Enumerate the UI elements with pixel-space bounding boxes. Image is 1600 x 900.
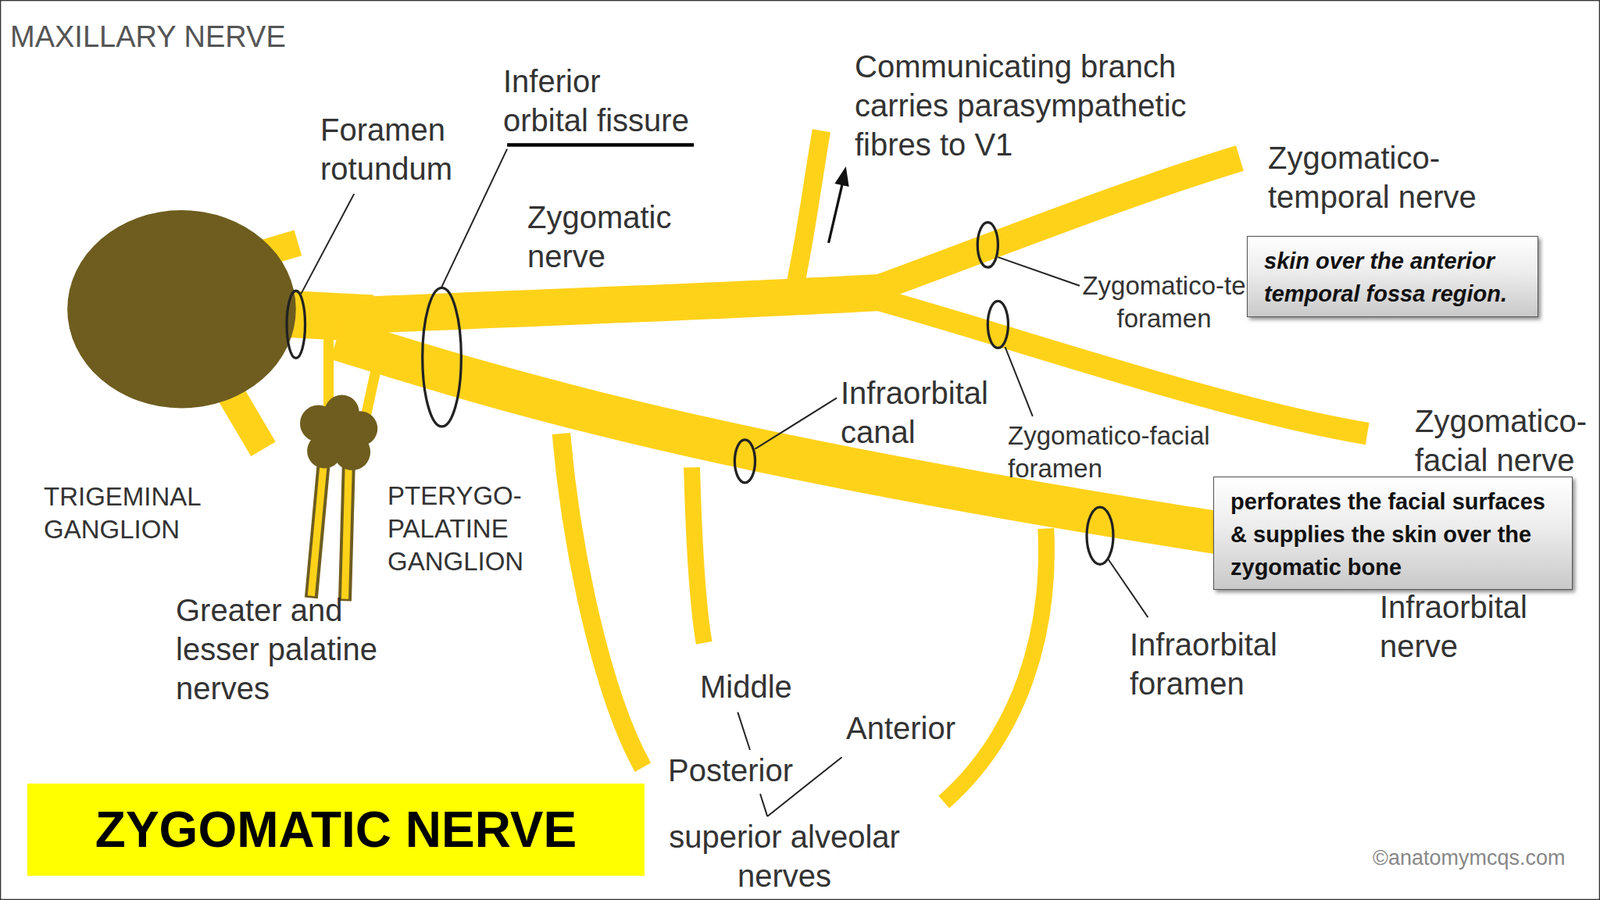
arrow-head — [834, 166, 849, 187]
ganglionic-branch — [365, 362, 379, 419]
structure-label: Inferior orbital fissure — [503, 61, 691, 140]
structure-label: PTERYGO- PALATINE GANGLION — [387, 479, 544, 579]
structure-label: TRIGEMINAL GANGLION — [43, 480, 216, 547]
foramen-ring — [977, 222, 998, 268]
note-box: perforates the facial surfaces & supplie… — [1213, 476, 1573, 590]
heading-banner: ZYGOMATIC NERVE — [27, 783, 645, 876]
structure-label: Infraorbital nerve — [1379, 587, 1536, 666]
note-text: skin over the anterior temporal fossa re… — [1264, 244, 1527, 311]
note-box: skin over the anterior temporal fossa re… — [1246, 235, 1539, 318]
structure-label: Zygomatico-temporal nerve — [1267, 138, 1495, 217]
structure-label: Zygomatico-facial foramen — [1007, 419, 1227, 486]
posterior-superior-alveolar — [560, 433, 643, 768]
structure-label: Infraorbital foramen — [1129, 625, 1286, 704]
direction-arrow — [828, 181, 843, 243]
leader-line — [737, 712, 750, 750]
zygomatic-nerve — [336, 292, 893, 317]
underline — [507, 142, 694, 147]
structure-label: Communicating branch carries parasympath… — [854, 46, 1199, 165]
palatine-nerve-outline — [310, 453, 325, 598]
banner-text: ZYGOMATIC NERVE — [95, 802, 577, 858]
structure-label: Zygomatic nerve — [527, 197, 684, 276]
structure-label: Anterior — [846, 708, 1003, 748]
leader-line — [300, 193, 354, 294]
structure-label: Middle — [700, 667, 825, 707]
infraorbital-nerve — [336, 339, 1271, 542]
watermark: ©anatomymcqs.com — [1372, 844, 1600, 872]
structure-label: Infraorbital canal — [840, 373, 997, 452]
leader-line — [1005, 346, 1033, 417]
slide-title: MAXILLARY NERVE — [10, 18, 286, 55]
leader-line — [1107, 559, 1148, 618]
structure-label: Zygomatico-te foramen — [1074, 269, 1254, 336]
pterygopalatine-ganglion — [316, 415, 358, 457]
structure-label: Foramen rotundum — [320, 110, 477, 189]
foramen-ring — [987, 300, 1008, 348]
anterior-superior-alveolar — [943, 528, 1047, 803]
trigeminal-ganglion — [67, 210, 297, 408]
structure-label: Posterior — [667, 750, 825, 790]
structure-label: Zygomatico-facial nerve — [1414, 401, 1600, 480]
foramen-ring — [286, 290, 306, 358]
structure-label: superior alveolar nerves — [659, 817, 910, 896]
canal-ring — [734, 439, 755, 483]
palatine-nerve — [310, 453, 325, 597]
middle-superior-alveolar — [692, 467, 705, 643]
leader-line — [755, 397, 837, 449]
structure-label: Greater and lesser palatine nerves — [175, 590, 395, 708]
palatine-nerve-outline — [344, 453, 349, 601]
leader-line — [997, 257, 1079, 286]
foramen-ring — [1086, 507, 1114, 565]
fissure-ring — [422, 287, 462, 427]
palatine-nerve — [344, 453, 349, 599]
note-text: perforates the facial surfaces & supplie… — [1230, 485, 1561, 584]
communicating-branch — [793, 130, 822, 292]
leader-line — [760, 793, 768, 817]
